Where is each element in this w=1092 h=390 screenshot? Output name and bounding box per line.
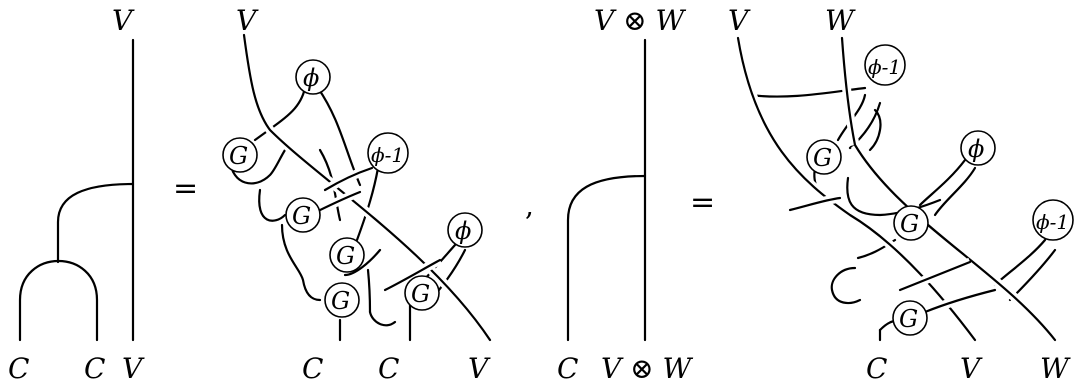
node-g-3 (329, 237, 365, 273)
node-g-5 (404, 275, 440, 311)
node-label-g-3: G (336, 242, 355, 270)
node-phi-1 (295, 59, 331, 95)
label-v-top-1: V (112, 4, 135, 37)
node-label-g-2: G (292, 202, 311, 230)
lhs-diagram-1 (18, 38, 135, 342)
label-c-bottom-2a: C (557, 352, 578, 385)
label-c-bottom-2b: C (866, 352, 887, 385)
node-phi-3 (960, 130, 996, 166)
equals-sign-1: = (173, 171, 198, 206)
node-phi-2 (447, 212, 483, 248)
node-g-4 (324, 282, 360, 318)
label-v-bottom-1-rhs: V (468, 352, 491, 385)
node-label-phi-2: ϕ (455, 217, 471, 245)
node-label-phi-inv-3: ϕ-1 (1036, 210, 1069, 234)
rhs-diagram-1 (222, 33, 494, 343)
wire-v-diagonal-2 (736, 36, 977, 342)
node-label-phi-3: ϕ (968, 135, 984, 163)
rhs-diagram-2 (733, 36, 1074, 343)
equals-sign-2: = (690, 185, 715, 220)
label-c-bottom-1b: C (84, 352, 105, 385)
wire-c-merge-arc (18, 259, 99, 342)
node-phi-inv-2 (864, 44, 906, 86)
node-g-6 (806, 139, 842, 175)
wire-w-upper (840, 36, 857, 147)
node-label-phi-inv-2: ϕ-1 (868, 55, 901, 79)
wire-c-to-vw-join (566, 174, 647, 342)
node-phi-inv-1 (367, 132, 409, 174)
wire-v-diagonal-1 (242, 33, 492, 342)
label-c-bottom-1d: C (378, 352, 399, 385)
label-w-top-2: W (825, 4, 856, 37)
label-v-bottom-2: V (960, 352, 983, 385)
node-label-g-6: G (813, 144, 832, 172)
comma-separator: , (525, 189, 534, 222)
label-w-bottom-2: W (1040, 352, 1071, 385)
label-vw-bottom-2: V ⊗ W (601, 352, 693, 385)
label-c-bottom-1c: C (302, 352, 323, 385)
node-label-g-7: G (900, 210, 919, 238)
wire-w-diagonal (853, 143, 1057, 342)
node-g-7 (893, 205, 929, 241)
node-phi-inv-3 (1032, 199, 1074, 241)
node-label-g-1: G (229, 142, 248, 170)
wire-c-to-v-join (56, 182, 135, 264)
label-v-top-2: V (728, 4, 751, 37)
node-g-1 (222, 137, 258, 173)
node-label-g-4: G (331, 287, 350, 315)
node-label-g-5: G (411, 280, 430, 308)
label-vw-top-2: V ⊗ W (594, 4, 686, 37)
label-c-bottom-1a: C (8, 352, 29, 385)
node-g-2 (285, 197, 321, 233)
node-label-g-8: G (899, 305, 918, 333)
label-v-top-1-rhs: V (236, 4, 259, 37)
node-label-phi-1: ϕ (303, 64, 319, 92)
lhs-diagram-2 (566, 38, 647, 342)
node-g-8 (892, 300, 928, 336)
label-v-bottom-1: V (122, 352, 145, 385)
node-label-phi-inv-1: ϕ-1 (371, 143, 404, 167)
